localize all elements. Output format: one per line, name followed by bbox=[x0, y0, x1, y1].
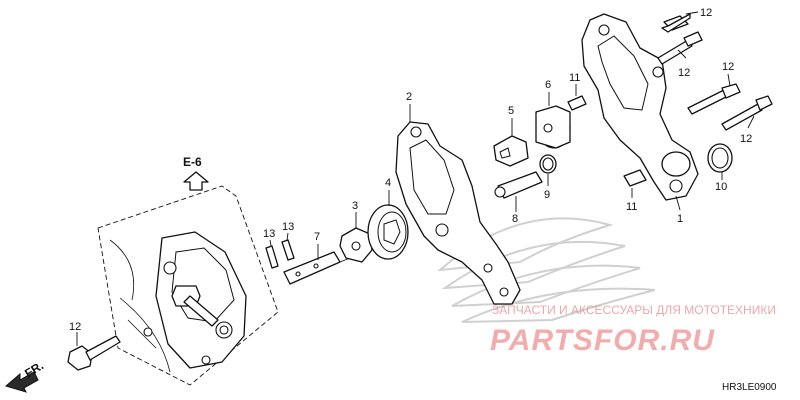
callout-5: 5 bbox=[508, 105, 514, 117]
callout-8: 8 bbox=[512, 213, 518, 225]
bolt-12-top bbox=[661, 11, 699, 33]
collar-11-lower bbox=[623, 169, 647, 198]
callout-9: 9 bbox=[544, 189, 550, 201]
bolt-12-second bbox=[657, 31, 703, 65]
callout-2: 2 bbox=[406, 91, 412, 103]
callout-7: 7 bbox=[314, 231, 320, 243]
rotor-6 bbox=[535, 92, 571, 149]
callout-11-lower: 11 bbox=[626, 201, 637, 213]
callout-13-right: 13 bbox=[282, 221, 294, 233]
callout-4: 4 bbox=[385, 177, 391, 189]
callout-11-upper: 11 bbox=[569, 72, 580, 84]
callout-1: 1 bbox=[677, 213, 683, 225]
case-stud bbox=[171, 285, 219, 327]
callout-6: 6 bbox=[545, 79, 551, 91]
pump-body-2 bbox=[395, 104, 521, 305]
callout-12-lower-left: 12 bbox=[69, 321, 81, 333]
dowel-pins-13 bbox=[265, 232, 295, 269]
bolt-12-lower-left bbox=[67, 332, 121, 371]
collar-11-upper bbox=[567, 84, 587, 111]
diagram-code: HR3LE0900 bbox=[722, 382, 777, 393]
relief-valve-8 bbox=[494, 171, 543, 212]
reference-e6: E-6 bbox=[183, 155, 209, 191]
outer-rotor-4 bbox=[367, 190, 409, 260]
ref-label: E-6 bbox=[183, 155, 202, 169]
callout-12-top: 12 bbox=[700, 7, 712, 19]
engine-case-section bbox=[97, 185, 279, 386]
watermark-tagline: ЗАПЧАСТИ И АКСЕССУАРЫ ДЛЯ МОТОТЕХНИКИ bbox=[492, 303, 776, 317]
gear-5 bbox=[493, 118, 529, 167]
watermark-brand: PARTSFOR.RU bbox=[490, 324, 715, 357]
o-ring-10 bbox=[707, 143, 733, 180]
o-ring-9 bbox=[539, 154, 557, 186]
callout-12-fourth: 12 bbox=[740, 133, 752, 145]
callout-10: 10 bbox=[715, 181, 727, 193]
callout-3: 3 bbox=[352, 200, 358, 212]
inner-rotor-3 bbox=[339, 212, 373, 263]
callout-13-left: 13 bbox=[263, 228, 275, 240]
bolt-12-fourth bbox=[721, 95, 773, 131]
callout-12-third: 12 bbox=[722, 61, 734, 73]
front-direction-indicator: FR. bbox=[4, 358, 46, 393]
pump-cover-1 bbox=[581, 13, 699, 211]
callout-12-second: 12 bbox=[678, 67, 690, 79]
bolt-12-third bbox=[687, 73, 741, 115]
